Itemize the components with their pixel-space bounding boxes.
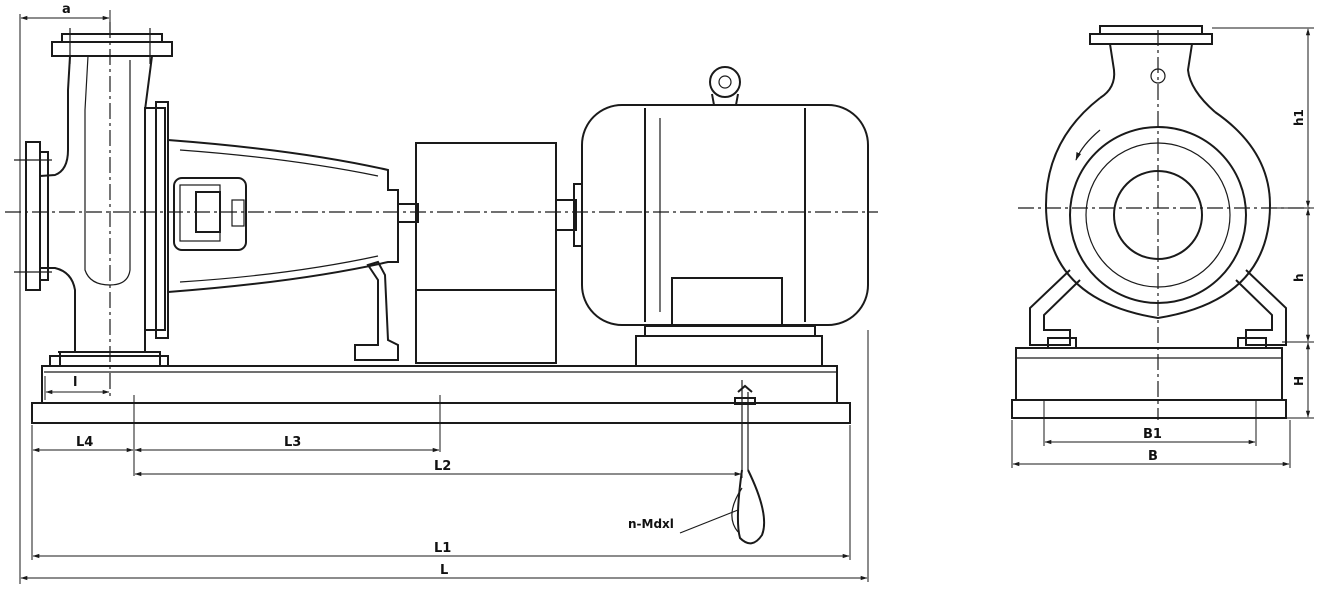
label-a: a — [62, 2, 71, 17]
shaft-coupling — [397, 142, 583, 364]
label-bolt: n-Mdxl — [628, 517, 674, 531]
label-L3: L3 — [284, 435, 301, 450]
base-plate — [31, 365, 851, 424]
end-view-labels: h1 h H B1 B — [1143, 109, 1306, 464]
side-view-labels: a l L4 L3 L2 L1 L n-Mdxl — [62, 2, 674, 578]
label-L2: L2 — [434, 459, 451, 474]
label-B: B — [1148, 449, 1158, 464]
side-view: a l L4 L3 L2 L1 L n-Mdxl — [5, 2, 878, 584]
label-L1: L1 — [434, 541, 451, 556]
volute-casing — [1044, 97, 1272, 320]
side-view-dimensions — [19, 10, 869, 584]
end-view: h1 h H B1 B — [1011, 25, 1314, 468]
label-L: L — [440, 563, 448, 578]
end-view-dimensions — [1011, 27, 1314, 468]
electric-motor — [581, 66, 869, 367]
end-view-base — [1011, 347, 1287, 419]
label-h: h — [1292, 273, 1306, 282]
label-l: l — [73, 375, 77, 390]
anchor-bolt — [679, 380, 766, 545]
support-legs — [1029, 269, 1287, 349]
pump-casing — [14, 28, 399, 367]
label-L4: L4 — [76, 435, 93, 450]
discharge-flange — [1089, 25, 1216, 113]
label-B1: B1 — [1143, 427, 1162, 442]
label-h1: h1 — [1292, 109, 1306, 126]
label-H: H — [1292, 376, 1306, 386]
